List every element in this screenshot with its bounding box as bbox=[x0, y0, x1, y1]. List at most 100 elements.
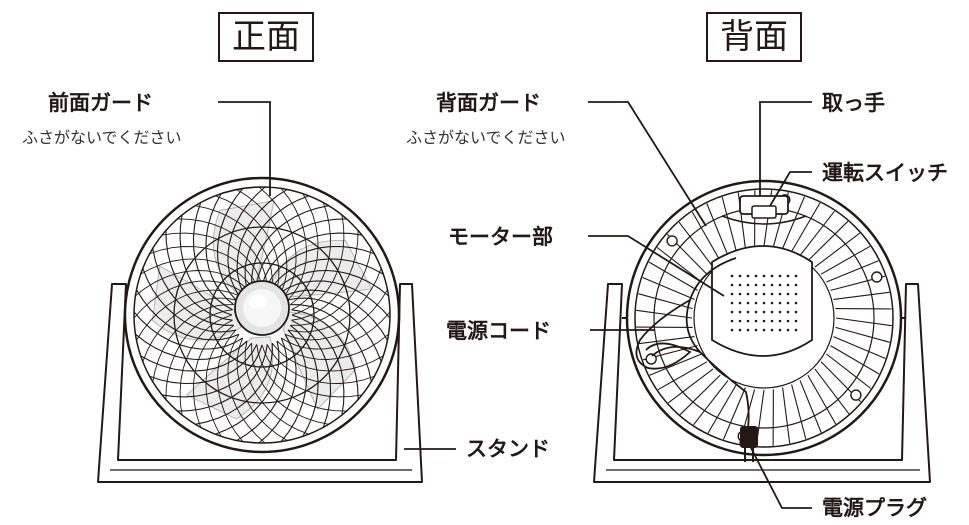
rear-guard-leader bbox=[588, 101, 707, 227]
motor-vent-hole bbox=[762, 310, 766, 314]
rear-guard-spoke bbox=[657, 361, 708, 391]
front-guard-wire bbox=[194, 205, 273, 287]
front-stand-inner-line bbox=[117, 283, 401, 461]
front-guard-wire bbox=[176, 218, 268, 286]
motor-vent-hole bbox=[786, 310, 790, 314]
rear-guard-spoke bbox=[826, 260, 879, 283]
motor-vent-hole bbox=[754, 328, 758, 332]
front-blade bbox=[185, 336, 274, 420]
front-guard-wire bbox=[227, 186, 266, 296]
front-guard-wire bbox=[135, 289, 240, 341]
rear-guard-spoke bbox=[656, 247, 702, 283]
front-guard-wire bbox=[291, 319, 332, 429]
motor-vent-hole bbox=[746, 319, 750, 323]
motor-vent-hole bbox=[762, 328, 766, 332]
motor-vent-holes bbox=[730, 274, 798, 332]
motor-vent-hole bbox=[794, 310, 798, 314]
motor-vent-hole bbox=[730, 310, 734, 314]
front-guard-wire bbox=[236, 337, 288, 442]
front-guard-wire bbox=[227, 334, 266, 444]
motor-vent-hole bbox=[786, 292, 790, 296]
rear-guard-spoke bbox=[814, 368, 850, 415]
motor-vent-hole bbox=[746, 310, 750, 314]
front-guard-wire bbox=[205, 192, 235, 306]
motor-vent-hole bbox=[778, 319, 782, 323]
rear-guard-label: 背面ガード bbox=[436, 91, 541, 115]
front-guard-wire bbox=[152, 304, 234, 383]
rear-guard-spoke bbox=[693, 380, 729, 426]
front-guard-wire bbox=[287, 297, 382, 363]
motor-vent-hole bbox=[778, 328, 782, 332]
motor-vent-hole bbox=[730, 283, 734, 287]
front-guard-wire bbox=[179, 314, 233, 416]
rear-guard-spoke bbox=[667, 368, 714, 404]
rear-guard-note: ふさがないでください bbox=[406, 128, 566, 147]
front-guard-wire bbox=[214, 195, 280, 290]
rear-guard-spoke bbox=[835, 317, 892, 327]
motor-vent-hole bbox=[738, 319, 742, 323]
motor-vent-hole bbox=[746, 283, 750, 287]
motor-vent-hole bbox=[738, 328, 742, 332]
motor-vent-hole bbox=[786, 283, 790, 287]
front-guard-wire bbox=[290, 304, 372, 383]
front-guard-wire bbox=[134, 270, 248, 297]
front-guard-wire bbox=[161, 232, 263, 286]
motor-vent-hole bbox=[730, 319, 734, 323]
front-guard-label: 前面ガード bbox=[48, 91, 153, 115]
back-fan-illustration bbox=[593, 179, 931, 483]
front-guard-wire bbox=[271, 258, 385, 288]
motor-vent-hole bbox=[770, 292, 774, 296]
front-fan-illustration bbox=[97, 176, 423, 483]
front-guard-note: ふさがないでください bbox=[22, 128, 182, 147]
rear-guard-spoke bbox=[833, 336, 886, 360]
front-guard-leader bbox=[218, 101, 271, 196]
front-blades bbox=[151, 200, 373, 420]
motor-vent-hole bbox=[778, 274, 782, 278]
rear-guard-spoke bbox=[638, 336, 695, 345]
motor-vent-hole bbox=[738, 274, 742, 278]
motor-vent-hole bbox=[754, 283, 758, 287]
front-guard-wire bbox=[179, 214, 233, 316]
rear-guard-spoke bbox=[799, 380, 822, 433]
front-guard-wire bbox=[281, 311, 391, 350]
motor-vent-hole bbox=[770, 319, 774, 323]
motor-vent-hole bbox=[746, 301, 750, 305]
motor-vent-hole bbox=[754, 319, 758, 323]
front-guard-wire bbox=[256, 344, 348, 412]
rear-guard-spoke bbox=[820, 245, 871, 275]
front-guard-wire bbox=[271, 342, 385, 372]
rear-guard-spoke bbox=[835, 326, 890, 343]
front-guard-wire bbox=[214, 340, 280, 435]
motor-vent-hole bbox=[730, 328, 734, 332]
rear-guard-spoke bbox=[782, 196, 806, 249]
front-guard-wire bbox=[280, 329, 308, 443]
motor-vent-hole bbox=[770, 328, 774, 332]
back-view-heading: 背面 bbox=[706, 12, 802, 62]
motor-vent-hole bbox=[778, 283, 782, 287]
motor-vent-hole bbox=[738, 292, 742, 296]
front-guard-wire bbox=[161, 344, 263, 398]
rear-guard-spoke bbox=[791, 202, 821, 252]
front-guard-wire bbox=[236, 337, 288, 442]
motor-vent-hole bbox=[762, 274, 766, 278]
switch-leader bbox=[769, 171, 812, 207]
rear-guard-spoke bbox=[648, 261, 698, 291]
front-guard-wire bbox=[258, 334, 297, 444]
front-guard-wire bbox=[251, 343, 330, 425]
handle-leader bbox=[759, 101, 812, 196]
power-plug-illustration bbox=[740, 426, 758, 448]
front-guard-wire bbox=[148, 344, 258, 385]
rear-screw bbox=[645, 353, 657, 365]
rear-guard-spoke bbox=[807, 220, 849, 262]
rear-guard-spoke bbox=[799, 210, 835, 256]
front-guard-wire bbox=[284, 289, 389, 341]
front-guard-wire bbox=[291, 314, 345, 416]
motor-vent-hole bbox=[738, 301, 742, 305]
front-guard-wire bbox=[276, 333, 390, 360]
front-guard-wire bbox=[142, 267, 237, 333]
front-guard-wire bbox=[256, 218, 348, 286]
rear-guard-spoke bbox=[830, 345, 880, 375]
motor-label: モーター部 bbox=[448, 225, 553, 249]
front-guard-wire bbox=[244, 340, 310, 435]
